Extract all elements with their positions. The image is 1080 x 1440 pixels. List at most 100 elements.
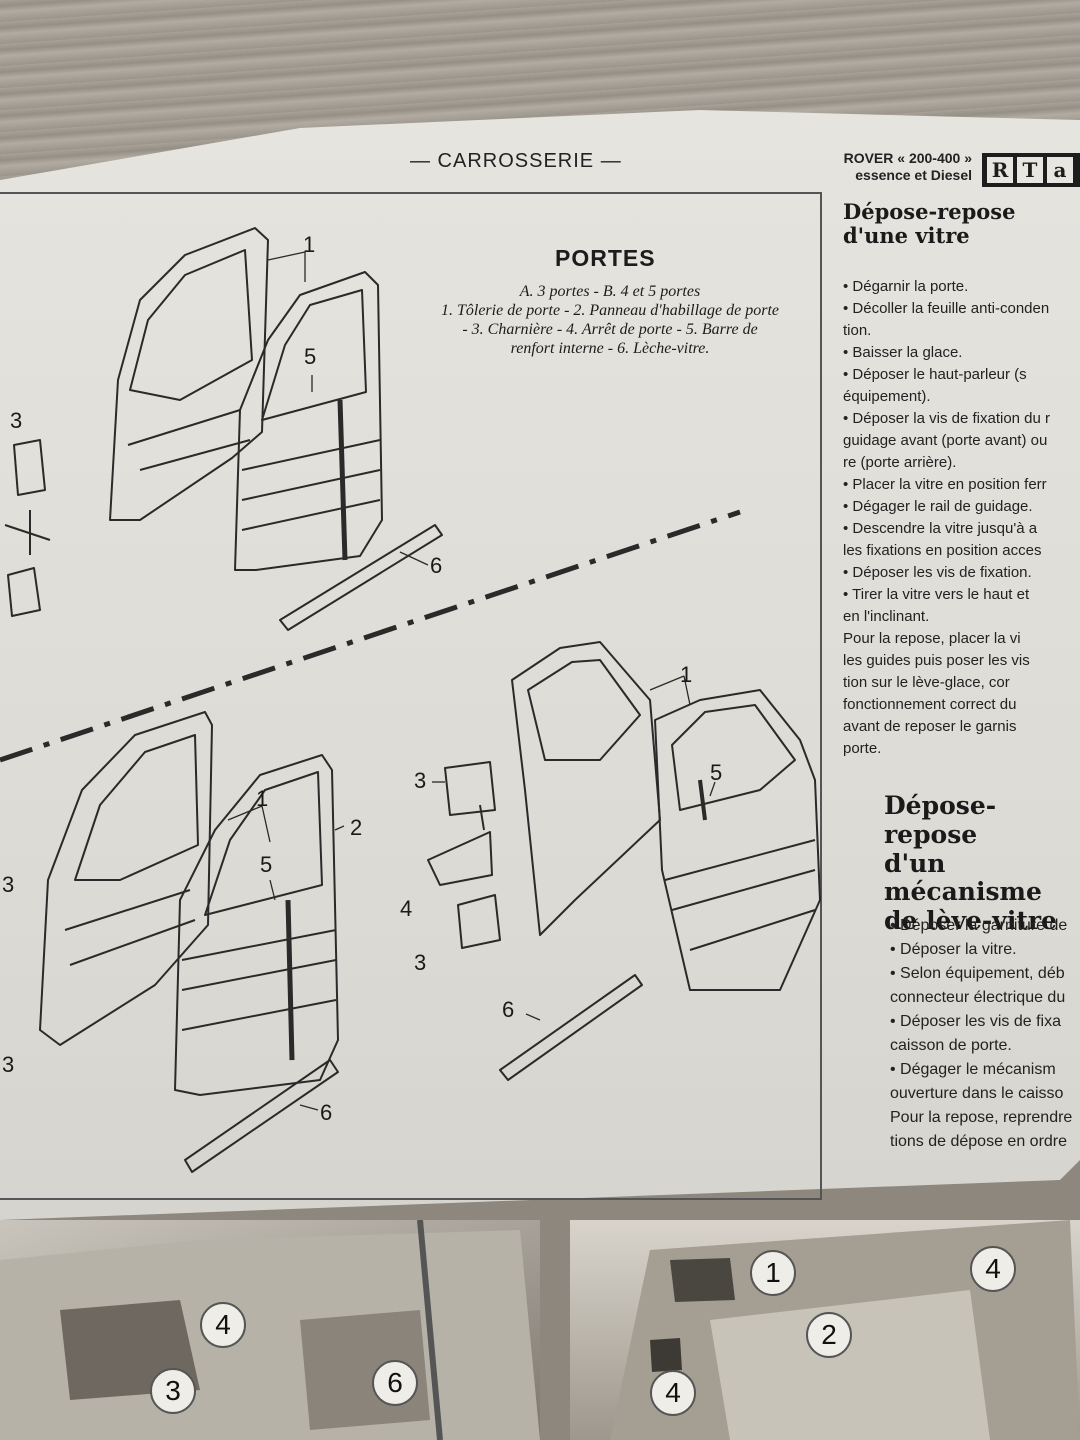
vitre-line: • Dégager le rail de guidage. xyxy=(843,498,1033,515)
car-model-line2: essence et Diesel xyxy=(855,167,972,183)
vitre-instructions: • Dégarnir la porte. • Décoller la feuil… xyxy=(843,276,1050,760)
door-skin-b xyxy=(174,754,339,1096)
callout-a-hinge: 3 xyxy=(10,408,23,433)
mecanisme-line: • Selon équipement, déb xyxy=(890,965,1065,982)
vitre-line: • Déposer les vis de fixation. xyxy=(843,564,1032,581)
vitre-line: porte. xyxy=(843,740,882,757)
mecanisme-line: • Déposer la vitre. xyxy=(890,941,1017,958)
mecanisme-line: • Dégager le mécanism xyxy=(890,1061,1056,1078)
door-shell-a-window xyxy=(129,249,253,401)
logo-letter-r: R xyxy=(987,157,1013,183)
door-shell-b xyxy=(39,711,213,1046)
door-shell-a xyxy=(109,227,269,521)
mecanisme-title-line2: d'un mécanisme xyxy=(884,848,1042,907)
door-skin-a-lines xyxy=(241,439,381,531)
mecanisme-line: caisson de porte. xyxy=(890,1037,1012,1054)
photo-door-interior-left: 4 3 6 xyxy=(0,1220,540,1440)
logo-letter-t: T xyxy=(1017,157,1043,183)
figure-frame xyxy=(0,192,822,1200)
callout-b-seal: 6 xyxy=(320,1100,333,1125)
door-skin-c-lines xyxy=(664,839,816,951)
photo-left-label-6: 6 xyxy=(372,1360,418,1406)
vitre-line: fonctionnement correct du xyxy=(843,696,1017,713)
mecanisme-section-title: Dépose-repose d'un mécanisme de lève-vit… xyxy=(884,791,1080,936)
photo-left-label-3: 3 xyxy=(150,1368,196,1414)
vitre-line: équipement). xyxy=(843,388,931,405)
hinge-a xyxy=(13,439,46,496)
callout-a-seal: 6 xyxy=(430,553,443,578)
reinforcement-bar-b xyxy=(285,899,295,1061)
rta-logo: R T a xyxy=(982,153,1080,187)
photo-right-label-2: 2 xyxy=(806,1312,852,1358)
callout-b-panel: 2 xyxy=(350,815,363,840)
photo-right-label-1: 1 xyxy=(750,1250,796,1296)
photo-right-label-4a: 4 xyxy=(650,1370,696,1416)
car-model-header: ROVER « 200-400 » essence et Diesel xyxy=(822,150,972,184)
door-skin-a-window xyxy=(261,289,367,421)
callout-c-seal: 6 xyxy=(502,997,515,1022)
vitre-line: • Déposer le haut-parleur (s xyxy=(843,366,1027,383)
hinge-c-bottom xyxy=(457,894,501,949)
reinforcement-bar-c xyxy=(698,779,707,821)
vitre-title-line2: d'une vitre xyxy=(843,223,970,249)
callout-b-bar: 5 xyxy=(260,852,273,877)
divider-line xyxy=(0,509,741,763)
vitre-line: • Baisser la glace. xyxy=(843,344,963,361)
manual-page xyxy=(0,110,1080,1220)
stop-a xyxy=(4,510,51,555)
callout-b-left-3b: 3 xyxy=(2,1052,15,1077)
car-model-line1: ROVER « 200-400 » xyxy=(843,150,972,166)
vitre-line: • Décoller la feuille anti-conden xyxy=(843,300,1050,317)
vitre-line: Pour la repose, placer la vi xyxy=(843,630,1021,647)
mecanisme-line: ouverture dans le caisso xyxy=(890,1085,1064,1102)
callout-c-hinge-bottom: 3 xyxy=(414,950,427,975)
vitre-line: avant de reposer le garnis xyxy=(843,718,1017,735)
vitre-line: les guides puis poser les vis xyxy=(843,652,1030,669)
photo-door-trim-right: 1 4 2 4 xyxy=(570,1220,1080,1440)
vitre-line: • Dégarnir la porte. xyxy=(843,278,969,295)
vitre-line: • Déposer la vis de fixation du r xyxy=(843,410,1051,427)
callout-c-door: 1 xyxy=(680,662,693,687)
hinge-a-lower xyxy=(7,567,41,617)
figure-caption: A. 3 portes - B. 4 et 5 portes 1. Tôleri… xyxy=(440,283,780,357)
door-shell-b-inner xyxy=(64,889,196,966)
window-seal-a xyxy=(279,524,443,631)
window-seal-b xyxy=(184,1059,339,1173)
callout-c-stop: 4 xyxy=(400,896,413,921)
door-shell-c-window xyxy=(527,659,641,761)
vitre-line: tion sur le lève-glace, cor xyxy=(843,674,1010,691)
vitre-line: en l'inclinant. xyxy=(843,608,930,625)
stop-c xyxy=(427,804,493,886)
door-skin-c xyxy=(654,689,821,991)
door-skin-c-window xyxy=(671,704,796,811)
mecanisme-line: • Déposer la garniture de xyxy=(890,917,1068,934)
door-shell-a-inner xyxy=(127,409,251,471)
photo-left-drawing xyxy=(0,1220,540,1440)
vitre-line: • Descendre la vitre jusqu'à a xyxy=(843,520,1038,537)
callout-b-left-3a: 3 xyxy=(2,872,15,897)
mecanisme-line: • Déposer les vis de fixa xyxy=(890,1013,1062,1030)
window-seal-c xyxy=(499,974,643,1081)
figure-title: PORTES xyxy=(555,245,656,271)
photo-right-label-4b: 4 xyxy=(970,1246,1016,1292)
mecanisme-line: tions de dépose en ordre xyxy=(890,1133,1068,1150)
callout-b-door: 1 xyxy=(256,786,269,811)
vitre-section-title: Dépose-repose d'une vitre xyxy=(843,199,1016,249)
reinforcement-bar-a xyxy=(337,399,348,561)
callout-a-door: 1 xyxy=(303,232,316,257)
vitre-line: • Tirer la vitre vers le haut et xyxy=(843,586,1030,603)
door-shell-c xyxy=(511,641,661,936)
photo-left-label-4: 4 xyxy=(200,1302,246,1348)
callout-a-bar: 5 xyxy=(304,344,317,369)
hinge-c-top xyxy=(444,761,496,816)
section-header: — CARROSSERIE — xyxy=(410,150,622,172)
vitre-title-line1: Dépose-repose xyxy=(843,199,1016,224)
door-skin-a xyxy=(234,271,383,571)
mecanisme-instructions: • Déposer la garniture de • Déposer la v… xyxy=(890,914,1072,1154)
door-skin-b-window xyxy=(204,771,323,916)
mecanisme-line: Pour la repose, reprendre xyxy=(890,1109,1073,1126)
mecanisme-title-line1: Dépose-repose xyxy=(884,791,997,849)
vitre-line: tion. xyxy=(843,322,872,339)
logo-letter-a: a xyxy=(1047,157,1073,183)
